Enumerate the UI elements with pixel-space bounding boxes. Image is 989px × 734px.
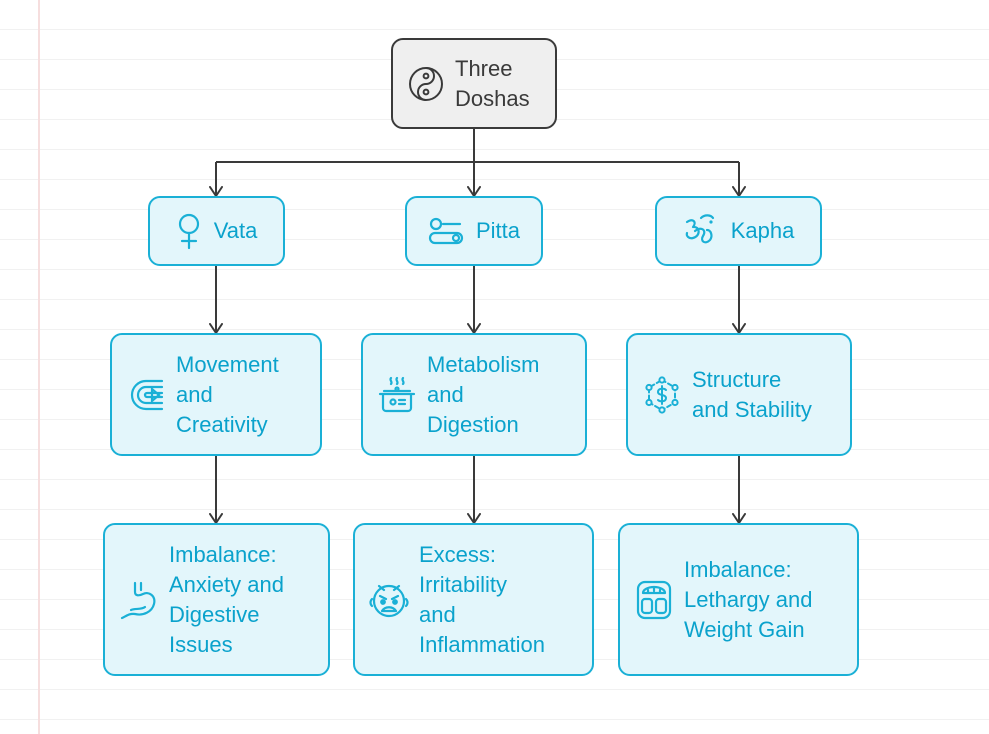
outcome-node-vata[interactable]: Imbalance: Anxiety and Digestive Issues xyxy=(103,523,330,676)
outcome-label-pitta: Excess: Irritability and Inflammation xyxy=(419,541,545,657)
trait-label-vata: Movement and Creativity xyxy=(176,351,279,437)
dosha-node-vata[interactable]: Vata xyxy=(148,196,285,266)
trait-label-pitta: Metabolism and Digestion xyxy=(427,351,540,437)
dollar-network-icon xyxy=(642,375,682,415)
outcome-label-kapha: Imbalance: Lethargy and Weight Gain xyxy=(684,556,813,642)
toggle-icon xyxy=(428,216,464,246)
trait-node-kapha[interactable]: Structure and Stability xyxy=(626,333,852,456)
om-icon xyxy=(683,212,719,250)
dosha-label-kapha: Kapha xyxy=(730,218,795,243)
trait-node-vata[interactable]: Movement and Creativity xyxy=(110,333,322,456)
yin-yang-icon xyxy=(407,65,445,103)
outcome-node-pitta[interactable]: Excess: Irritability and Inflammation xyxy=(353,523,594,676)
stomach-icon xyxy=(119,580,159,620)
root-node-three-doshas[interactable]: Three Doshas xyxy=(391,38,557,129)
dosha-node-pitta[interactable]: Pitta xyxy=(405,196,543,266)
root-node-label: Three Doshas xyxy=(455,55,530,111)
venus-icon xyxy=(176,212,202,250)
wind-spiral-icon xyxy=(126,375,166,415)
trait-label-kapha: Structure and Stability xyxy=(692,366,812,422)
dosha-label-vata: Vata xyxy=(213,218,258,243)
dosha-node-kapha[interactable]: Kapha xyxy=(655,196,822,266)
angry-face-icon xyxy=(369,580,409,620)
trait-node-pitta[interactable]: Metabolism and Digestion xyxy=(361,333,587,456)
outcome-label-vata: Imbalance: Anxiety and Digestive Issues xyxy=(169,541,284,657)
cooking-pot-icon xyxy=(377,375,417,415)
outcome-node-kapha[interactable]: Imbalance: Lethargy and Weight Gain xyxy=(618,523,859,676)
weight-scale-icon xyxy=(634,578,674,622)
dosha-label-pitta: Pitta xyxy=(475,218,521,243)
